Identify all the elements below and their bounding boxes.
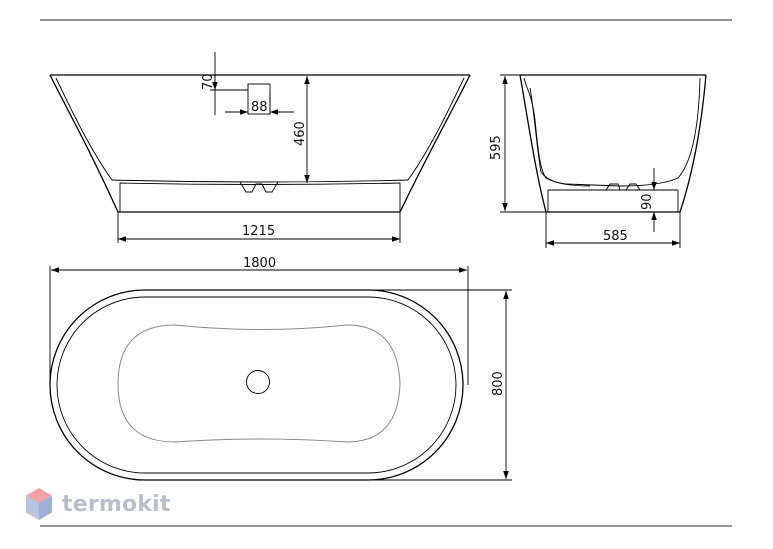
- dim-base-height: 90: [640, 193, 655, 210]
- top-dimensions: 1800 800: [49, 256, 512, 481]
- dim-width: 800: [491, 371, 506, 396]
- front-view: [49, 74, 471, 213]
- dim-bottom-length: 1215: [242, 224, 275, 239]
- side-view: [519, 74, 707, 213]
- cube-logo-icon: [26, 488, 52, 520]
- dim-side-base-width: 585: [603, 229, 628, 244]
- top-view: [49, 289, 464, 481]
- side-dimensions: 595 90 585: [489, 74, 681, 248]
- front-dimensions: 70 88 460 1215: [117, 52, 401, 243]
- brand-name: termokit: [62, 491, 171, 517]
- dim-overflow-width: 88: [251, 100, 268, 115]
- dim-rim-to-overflow: 70: [201, 73, 216, 90]
- dim-height: 595: [489, 135, 504, 160]
- dim-inner-depth: 460: [293, 121, 308, 146]
- brand-logo: termokit: [24, 486, 171, 522]
- dim-total-length: 1800: [243, 256, 276, 271]
